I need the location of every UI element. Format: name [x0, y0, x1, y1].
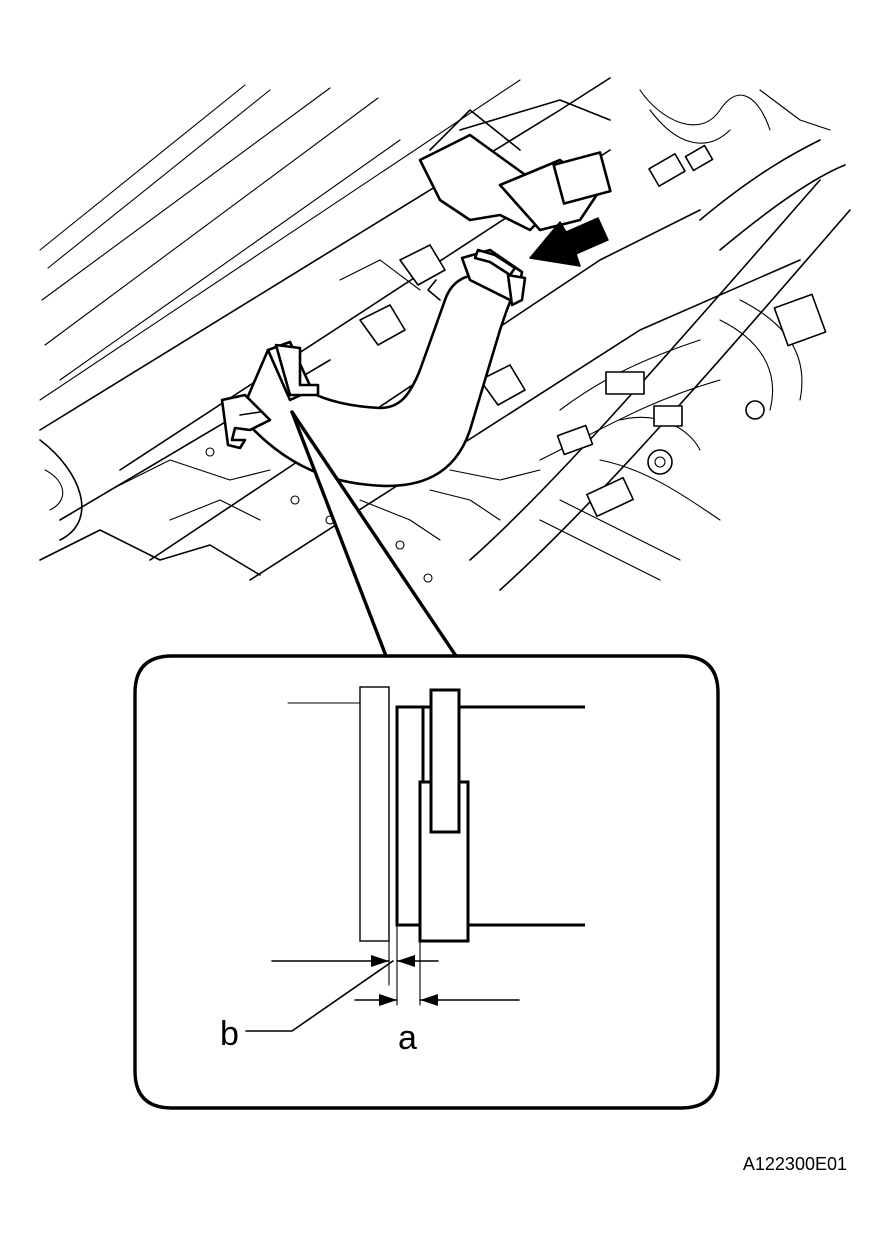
dimension-a	[354, 994, 520, 1006]
pipe-flange	[359, 686, 390, 942]
hose-clamp-section	[418, 688, 470, 943]
label-b-leader	[245, 960, 394, 1032]
figure-code: A122300E01	[743, 1154, 847, 1174]
left-hose-clamp	[220, 340, 320, 450]
engine-compartment-illustration	[39, 77, 851, 591]
detail-inset: b a	[133, 654, 720, 1110]
right-hose-clamp	[427, 248, 527, 307]
label-a: a	[398, 1019, 417, 1057]
detail-callout-pointer	[290, 410, 458, 660]
label-b: b	[220, 1015, 239, 1053]
dimension-b	[271, 955, 439, 967]
view-direction-arrow-icon	[529, 217, 609, 267]
